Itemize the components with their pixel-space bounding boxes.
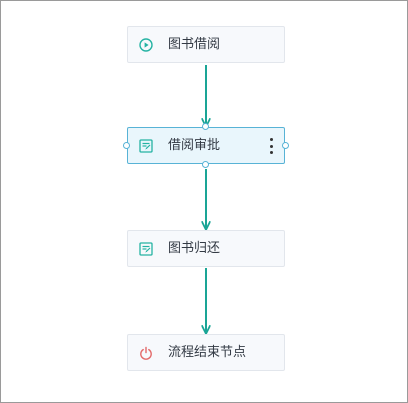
power-icon [140, 346, 152, 360]
connection-handle-left[interactable] [123, 142, 130, 149]
node-label: 流程结束节点 [168, 345, 247, 360]
node-book-return[interactable]: 图书归还 [127, 230, 285, 267]
node-label: 图书归还 [168, 241, 221, 256]
form-edit-icon [139, 139, 153, 153]
node-process-end[interactable]: 流程结束节点 [127, 334, 285, 371]
node-label: 图书借阅 [168, 37, 221, 52]
connection-handle-right[interactable] [282, 142, 289, 149]
more-options-icon[interactable] [266, 138, 276, 154]
node-label: 借阅审批 [168, 138, 221, 153]
node-book-borrow[interactable]: 图书借阅 [127, 26, 285, 63]
node-borrow-approval[interactable]: 借阅审批 [127, 127, 285, 164]
connection-handle-bottom[interactable] [202, 161, 209, 168]
connection-handle-top[interactable] [202, 123, 209, 130]
form-edit-icon [139, 242, 153, 256]
play-circle-icon [139, 38, 153, 52]
